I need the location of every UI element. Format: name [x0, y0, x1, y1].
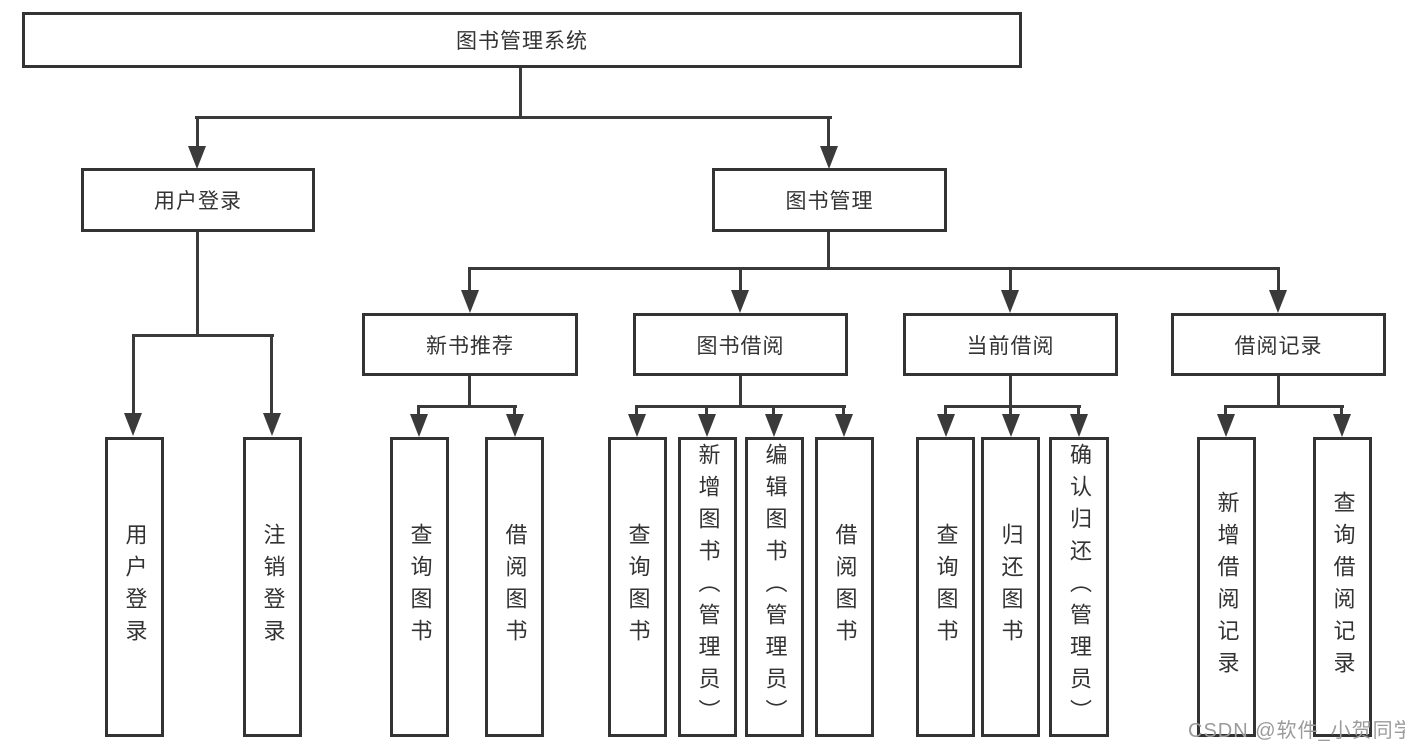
connector-current-trunk	[1009, 376, 1012, 408]
connector-recommend-trunk	[468, 376, 471, 408]
arrowhead-leaf-logout	[263, 413, 281, 436]
connector-stem-recd-add	[1224, 405, 1227, 416]
node-user-login-label: 用户登录	[154, 190, 242, 213]
node-new-book-recommend: 新书推荐	[362, 313, 578, 376]
connector-root-branch	[195, 116, 832, 119]
connector-mgmt-trunk	[827, 232, 830, 270]
leaf-user-login-label: 用户登录	[122, 523, 148, 651]
node-book-borrow-label: 图书借阅	[696, 334, 785, 358]
leaf-bor-query-books: 查询图书	[608, 437, 667, 737]
arrowhead-bor-add	[698, 414, 716, 437]
leaf-query-borrow-record-label: 查询借阅记录	[1330, 491, 1356, 683]
arrowhead-borrow	[731, 290, 749, 313]
leaf-logout: 注销登录	[243, 437, 302, 737]
arrowhead-bor-edit	[765, 414, 783, 437]
leaf-edit-book-admin-label: 编辑图书（管理员）	[762, 443, 788, 731]
connector-stem-bor-add	[705, 405, 708, 416]
connector-stem-recommend	[468, 267, 471, 292]
connector-stem-cur-confirm	[1077, 405, 1080, 416]
leaf-user-login: 用户登录	[105, 437, 164, 737]
arrowhead-cur-confirm	[1070, 414, 1088, 437]
connector-stem-borrow	[739, 267, 742, 292]
arrowhead-recd-add	[1217, 414, 1235, 437]
connector-records-branch	[1224, 405, 1344, 408]
leaf-return-books-label: 归还图书	[998, 523, 1024, 651]
node-root-label: 图书管理系统	[456, 30, 588, 53]
node-user-login: 用户登录	[81, 168, 315, 232]
connector-mgmt-branch	[468, 267, 1280, 270]
connector-current-branch	[944, 405, 1081, 408]
arrowhead-recd-query	[1333, 414, 1351, 437]
arrowhead-bor-borrow	[835, 414, 853, 437]
node-root: 图书管理系统	[22, 12, 1022, 68]
leaf-return-books: 归还图书	[981, 437, 1040, 737]
connector-stem-rec-query	[417, 405, 420, 416]
arrowhead-recommend	[461, 290, 479, 313]
node-book-mgmt-label: 图书管理	[785, 190, 874, 213]
leaf-add-book-admin: 新增图书（管理员）	[678, 437, 737, 737]
leaf-edit-book-admin: 编辑图书（管理员）	[745, 437, 804, 737]
leaf-add-book-admin-label: 新增图书（管理员）	[695, 443, 721, 731]
leaf-bor-borrow-books-label: 借阅图书	[832, 523, 858, 651]
leaf-bor-query-books-label: 查询图书	[625, 523, 651, 651]
leaf-rec-borrow-books: 借阅图书	[485, 437, 544, 737]
csdn-watermark: CSDN @软件_小贺同学	[1188, 720, 1405, 742]
leaf-cur-query-books: 查询图书	[916, 437, 975, 737]
node-borrow-records-label: 借阅记录	[1234, 334, 1323, 358]
connector-stem-user-login	[196, 116, 199, 148]
connector-records-trunk	[1277, 376, 1280, 408]
arrowhead-current	[1001, 290, 1019, 313]
arrowhead-records	[1269, 290, 1287, 313]
connector-stem-rec-borrow	[513, 405, 516, 416]
connector-stem-bor-query	[635, 405, 638, 416]
node-current-borrow-label: 当前借阅	[966, 334, 1055, 358]
leaf-bor-borrow-books: 借阅图书	[815, 437, 874, 737]
connector-stem-bor-borrow	[842, 405, 845, 416]
node-book-borrow: 图书借阅	[633, 313, 848, 376]
arrowhead-rec-query	[410, 414, 428, 437]
connector-recommend-branch	[417, 405, 517, 408]
arrowhead-rec-borrow	[506, 414, 524, 437]
leaf-rec-borrow-books-label: 借阅图书	[502, 523, 528, 651]
arrowhead-cur-query	[937, 414, 955, 437]
arrowhead-leaf-login	[124, 413, 142, 436]
connector-stem-leaf-login	[132, 334, 135, 413]
leaf-confirm-return-admin: 确认归还（管理员）	[1049, 437, 1109, 737]
arrowhead-user-login	[188, 146, 206, 169]
leaf-confirm-return-admin-label: 确认归还（管理员）	[1067, 443, 1092, 731]
connector-root-trunk	[519, 68, 522, 119]
connector-user-branch	[132, 334, 274, 337]
connector-stem-recd-query	[1340, 405, 1343, 416]
arrowhead-book-mgmt	[820, 146, 838, 169]
node-book-mgmt: 图书管理	[712, 168, 947, 232]
leaf-query-borrow-record: 查询借阅记录	[1313, 437, 1372, 737]
arrowhead-cur-return	[1002, 414, 1020, 437]
connector-stem-book-mgmt	[827, 116, 830, 148]
connector-stem-cur-query	[944, 405, 947, 416]
node-new-book-recommend-label: 新书推荐	[426, 334, 514, 358]
node-borrow-records: 借阅记录	[1171, 313, 1386, 376]
connector-stem-current	[1009, 267, 1012, 292]
leaf-rec-query-books-label: 查询图书	[407, 523, 433, 651]
leaf-rec-query-books: 查询图书	[390, 437, 449, 737]
leaf-add-borrow-record: 新增借阅记录	[1197, 437, 1256, 737]
leaf-add-borrow-record-label: 新增借阅记录	[1214, 491, 1240, 683]
leaf-logout-label: 注销登录	[260, 523, 286, 651]
connector-stem-cur-return	[1009, 405, 1012, 416]
connector-stem-bor-edit	[772, 405, 775, 416]
connector-stem-leaf-logout	[270, 334, 273, 413]
arrowhead-bor-query	[628, 414, 646, 437]
node-current-borrow: 当前借阅	[903, 313, 1118, 376]
connector-stem-records	[1277, 267, 1280, 292]
connector-borrow-trunk	[739, 376, 742, 408]
connector-borrow-branch	[635, 405, 846, 408]
leaf-cur-query-books-label: 查询图书	[933, 523, 959, 651]
connector-user-trunk	[196, 232, 199, 337]
